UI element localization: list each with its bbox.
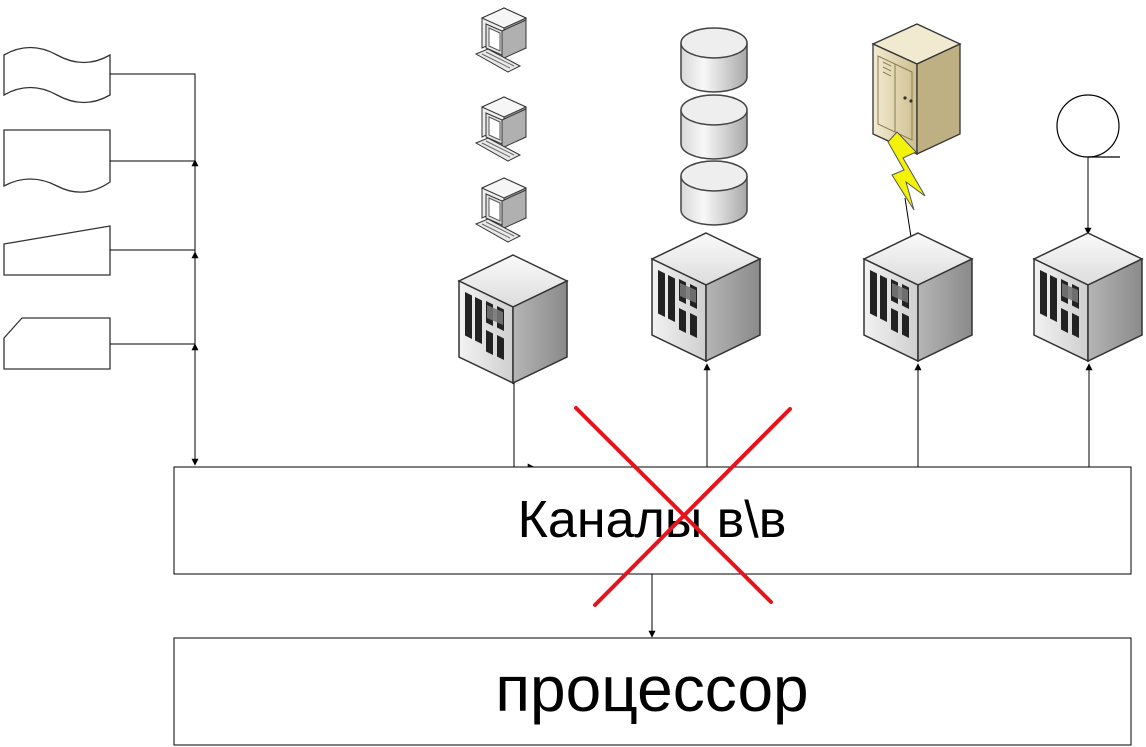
controller-unit-icon: [863, 232, 973, 362]
document-icon: [3, 129, 111, 193]
controller-unit-icon: [1033, 232, 1143, 362]
processor-box: процессор: [173, 637, 1132, 746]
lightning-icon: [887, 131, 926, 211]
processor-label: процессор: [495, 653, 808, 725]
magnetic-tape-icon: [1056, 94, 1120, 158]
punched-card-icon: [3, 317, 111, 370]
terminal-icon: [475, 177, 527, 243]
server-cabinet-icon: [871, 23, 962, 156]
channels-label: Каналы в\в: [518, 491, 787, 549]
left-connectors: [110, 73, 1131, 471]
controller-unit-icon: [458, 254, 568, 384]
disk-stack-icon: [680, 27, 748, 226]
controller-unit-icon: [651, 232, 761, 362]
bus-connectors: [513, 363, 1093, 467]
red-cross-icon: [574, 406, 792, 607]
terminal-icon: [475, 7, 527, 73]
left-devices: [3, 46, 111, 370]
terminal-icon: [475, 96, 527, 162]
terminal-group: [475, 7, 527, 243]
punched-tape-icon: [3, 46, 111, 104]
manual-input-icon: [3, 225, 111, 276]
